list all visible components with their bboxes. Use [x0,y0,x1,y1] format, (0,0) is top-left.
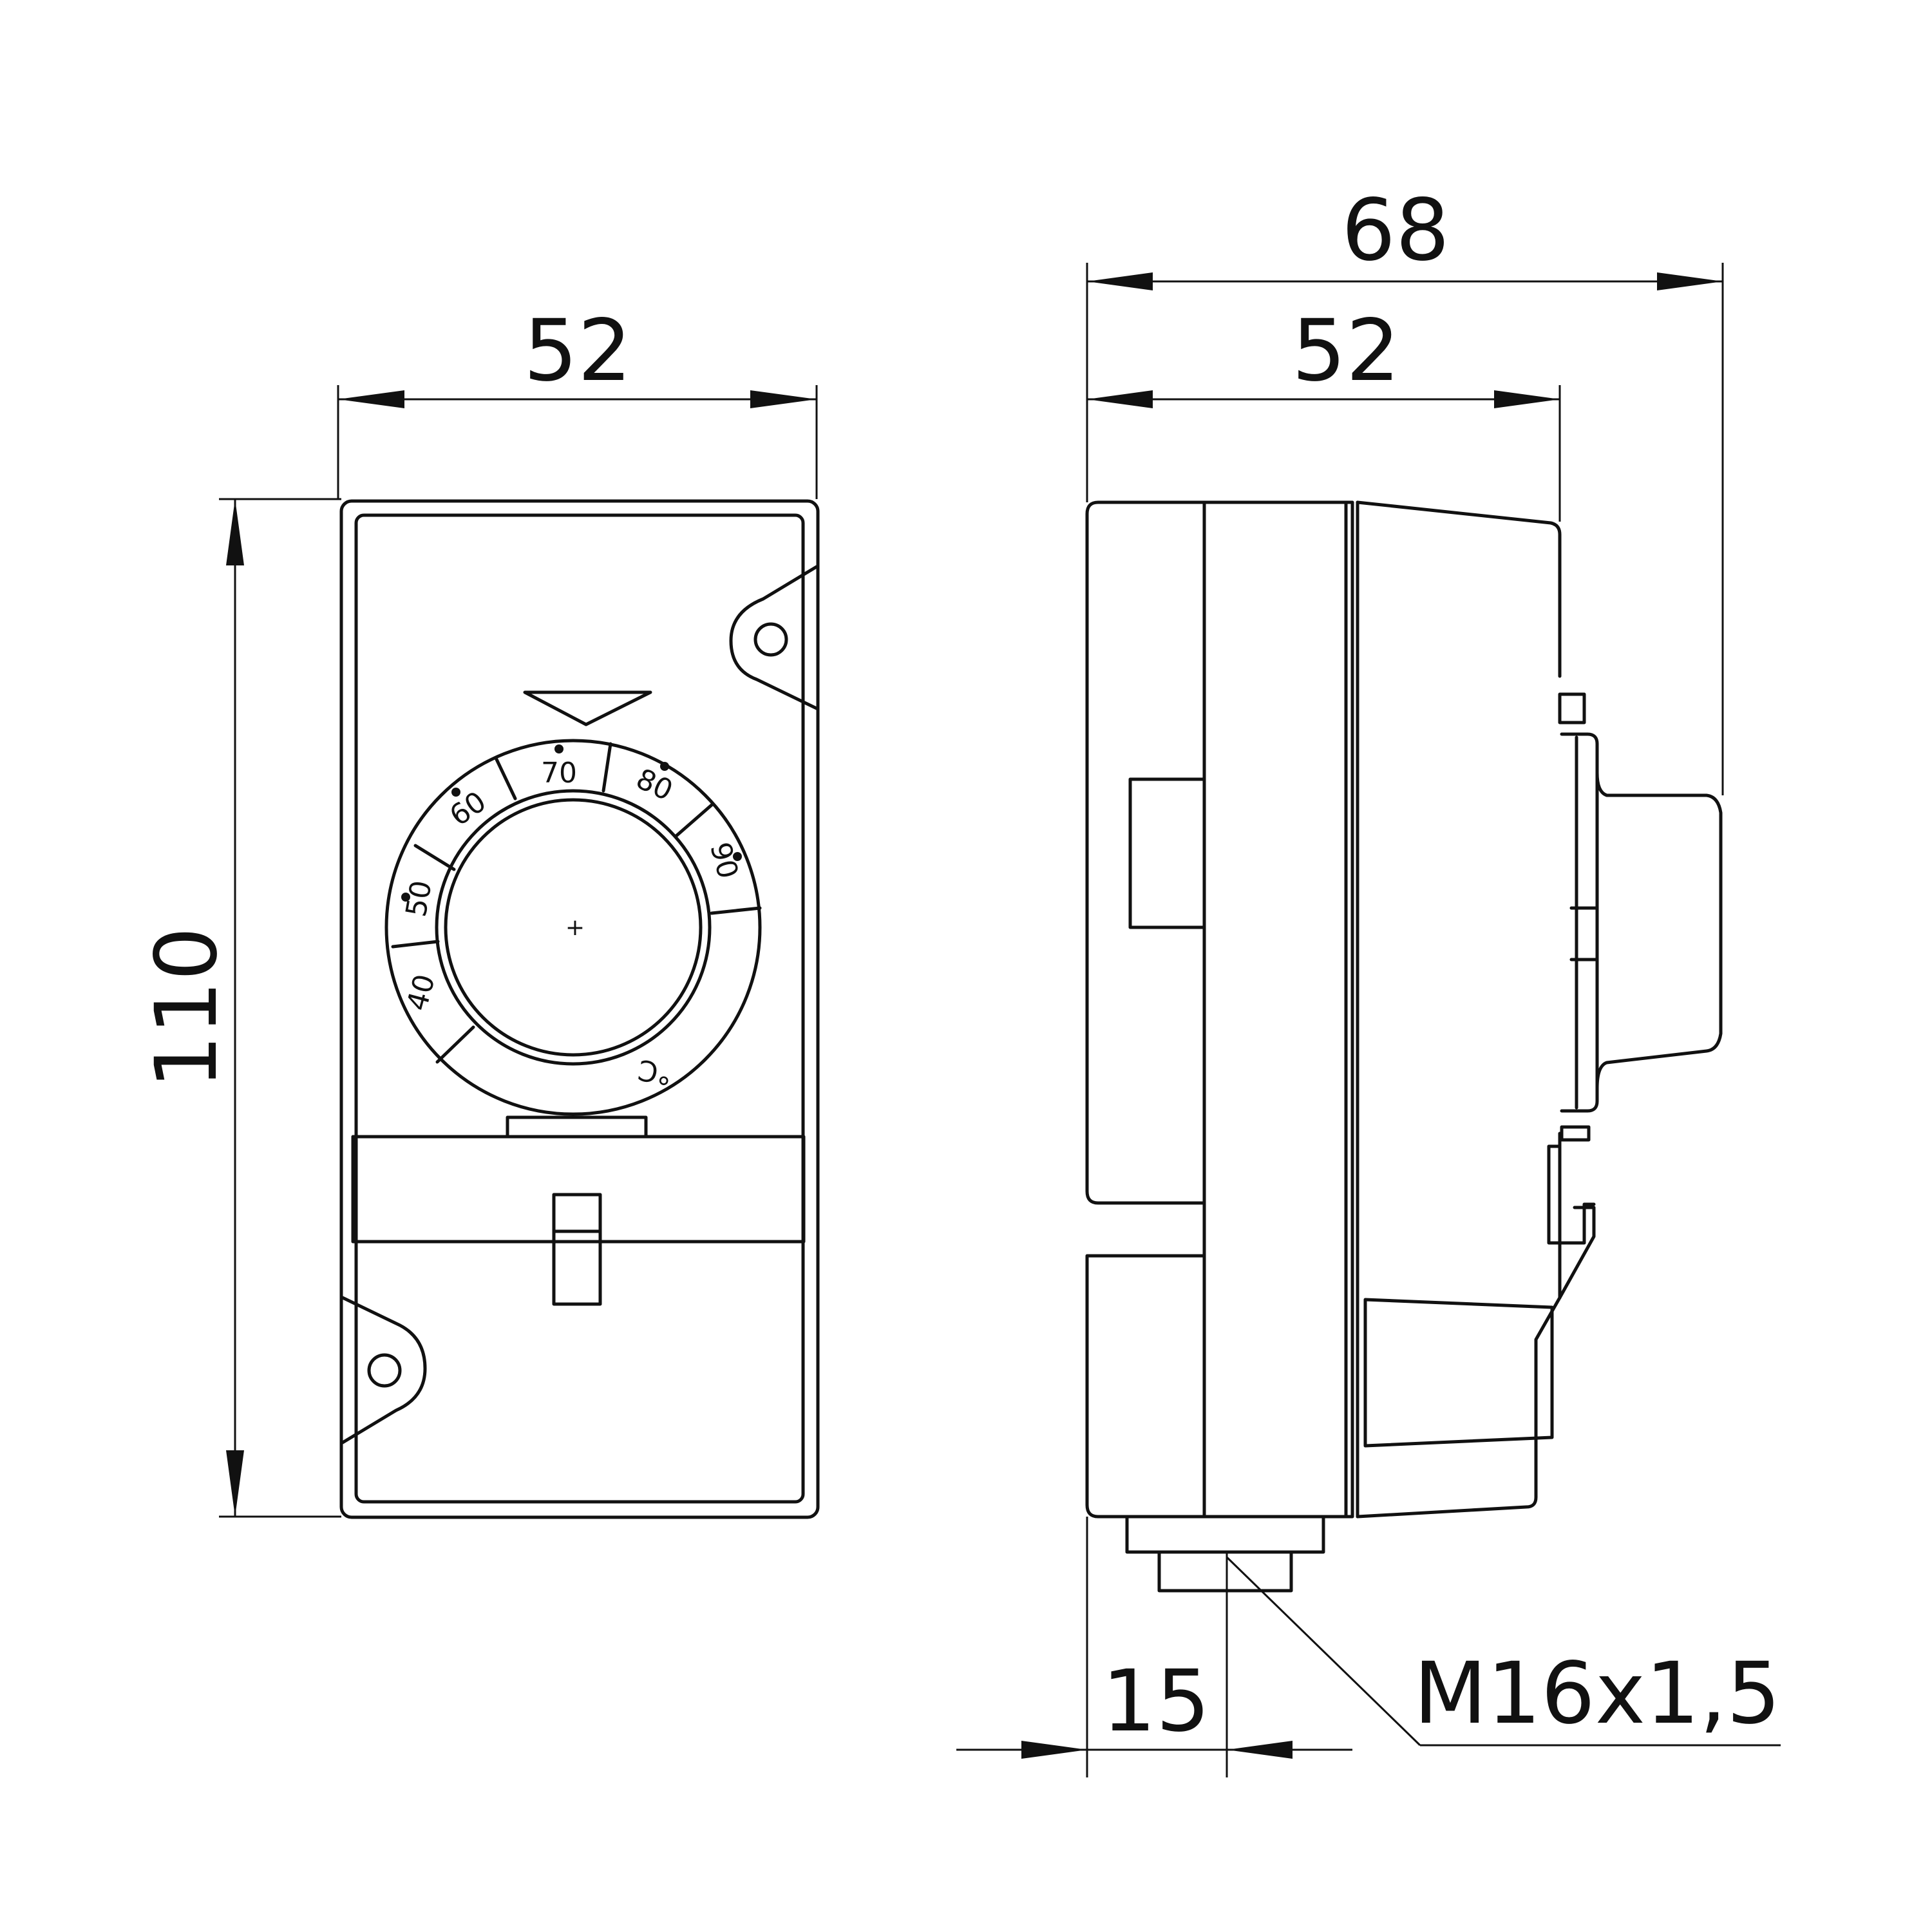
front-height-dimension: 110 [137,498,341,1518]
side-body-width-dimension: 52 [1087,301,1561,522]
side-body-width-label: 52 [1292,301,1400,401]
front-height-label: 110 [137,927,236,1089]
scale-unit: °C [636,1053,675,1091]
side-view: 68 52 15 M16x1,5 [956,181,1781,1777]
front-width-label: 52 [524,301,632,401]
front-view: 40 50 60 70 80 90 °C + 52 [137,301,820,1519]
side-body-left [1085,500,1354,1519]
thread-callout-label: M16x1,5 [1414,1644,1781,1743]
pointer-triangle-icon [523,690,652,726]
mounting-lug-top-right [729,565,819,710]
lower-band [351,1135,806,1244]
front-width-dimension: 52 [337,301,818,499]
thread-callout: M16x1,5 [1226,1556,1781,1747]
front-housing-outer [339,499,820,1519]
mounting-lug-bottom-left [341,1296,427,1444]
side-stem-label: 15 [1102,1652,1210,1751]
side-terminal-box [1363,1298,1554,1448]
dial-center-mark: + [565,914,585,941]
scale-label-60: 60 [444,785,492,833]
side-total-width-dimension: 68 [1086,181,1724,795]
slide-switch [552,1193,602,1306]
side-gland-block [1128,777,1206,929]
temperature-dial: 40 50 60 70 80 90 °C + [384,739,762,1116]
side-total-width-label: 68 [1341,181,1450,280]
scale-label-70: 70 [541,757,577,790]
scale-label-40: 40 [401,971,442,1014]
dial-knob-outer [435,789,712,1066]
side-knob [1547,692,1723,1300]
side-stem-dimension: 15 [956,1517,1352,1777]
dial-scale-outer-ring [384,739,762,1116]
scale-label-90: 90 [703,839,744,882]
side-body-right [1356,500,1562,678]
dial-knob-inner [444,798,703,1057]
thread-stem [1125,1515,1325,1777]
scale-label-50: 50 [400,878,439,919]
dial-base-tab [506,1115,648,1139]
